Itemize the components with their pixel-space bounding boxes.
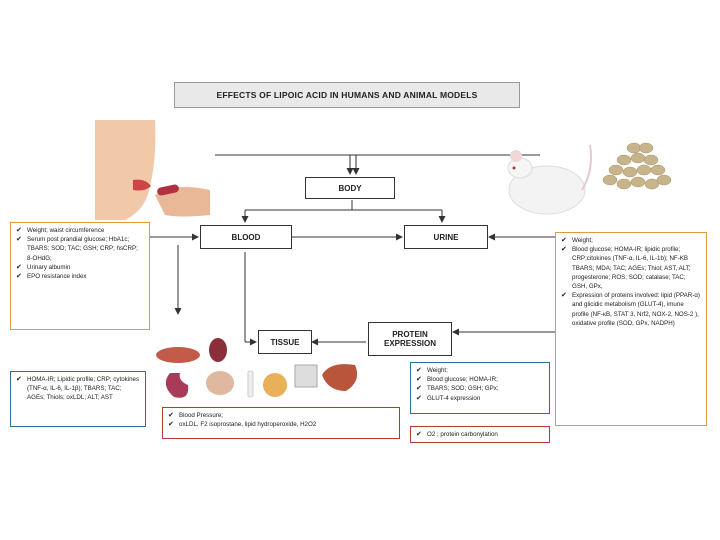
human-blood-effect-item: Serum post prandial glucose; HbA1c; TBAR… (16, 235, 144, 263)
pills-illustration (602, 142, 672, 190)
protein-effect-item: GLUT-4 expression (416, 394, 544, 403)
blood-node: BLOOD (200, 225, 292, 249)
diagram-title: EFFECTS OF LIPOIC ACID IN HUMANS AND ANI… (174, 82, 520, 108)
bone-icon (247, 370, 254, 398)
tissue-node: TISSUE (258, 330, 312, 354)
liver-icon (322, 364, 358, 391)
protein-effects-panel: Weight; Blood glucose; HOMA-IR; TBARS; S… (410, 362, 550, 414)
blood-pressure-effects-panel: Blood Pressure; oxLDL, F2 isoprostane, l… (162, 407, 400, 439)
protein-effect-item: Blood glucose; HOMA-IR; (416, 375, 544, 384)
muscle-icon (156, 347, 200, 363)
human-blood-effect-item: Urinary albumin (16, 263, 144, 272)
rat-illustration (507, 144, 592, 215)
protein-effect-item: Weight; (416, 366, 544, 375)
body-node: BODY (305, 177, 395, 199)
animal-effect-item: Blood glucose; HOMA-IR; lipidic profile;… (561, 245, 701, 291)
protein-effect-item: TBARS; SOD; GSH; GPx; (416, 384, 544, 393)
organs-illustration (156, 338, 358, 398)
blood-pressure-effect-item: Blood Pressure; (168, 411, 394, 420)
tissue-sample-icon (294, 364, 318, 388)
fat-tissue-icon (263, 373, 287, 397)
urine-node: URINE (404, 225, 488, 249)
blood-pressure-effect-item: oxLDL, F2 isoprostane, lipid hydroperoxi… (168, 420, 394, 429)
human-tissue-effects-panel: HOMA-IR; Lipidic profile; CRP; cytokines… (10, 371, 146, 427)
animal-effect-item: Expression of proteins involved: lipid (… (561, 291, 701, 328)
human-blood-effects-panel: Weight; waist circumference Serum post p… (10, 222, 150, 330)
kidney-icon (209, 338, 227, 362)
animal-effect-item: Weight; (561, 236, 701, 245)
human-with-pill-illustration (95, 120, 210, 220)
animal-effects-panel: Weight; Blood glucose; HOMA-IR; lipidic … (555, 232, 707, 426)
human-tissue-effect-item: HOMA-IR; Lipidic profile; CRP; cytokines… (16, 375, 140, 403)
o2-effects-panel: O2 ; protein carbonylation (410, 426, 550, 443)
human-blood-effect-item: EPO resistance index (16, 272, 144, 281)
stomach-icon (165, 373, 189, 398)
human-blood-effect-item: Weight; waist circumference (16, 226, 144, 235)
protein-expression-node: PROTEIN EXPRESSION (368, 322, 452, 356)
o2-effect-item: O2 ; protein carbonylation (416, 430, 544, 439)
brain-icon (206, 371, 234, 395)
